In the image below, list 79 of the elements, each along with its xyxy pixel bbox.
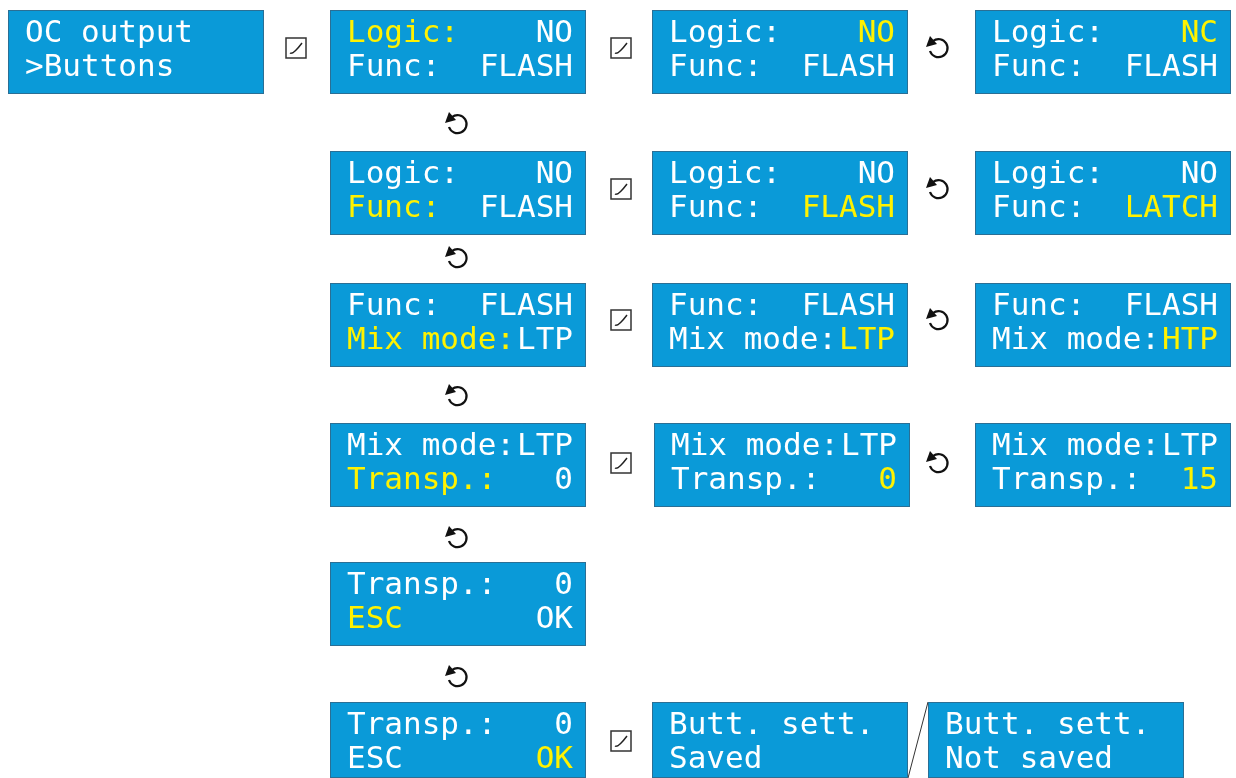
screen-text: NO [857,14,895,48]
lcd-screen [330,423,586,507]
lcd-screen [975,423,1231,507]
screen-text: Func: [669,189,763,223]
screen-text: Mix mode: [992,427,1160,461]
screen-text: Func: [347,189,441,223]
screen-text: Logic: [347,155,459,189]
screen-text: Mix mode: [671,427,839,461]
screen-text: Butt. sett. [669,706,875,740]
screen-text: LTP [517,321,573,355]
screen-text: Transp.: [992,461,1142,495]
screen-text: Func: [669,48,763,82]
screen-text: 15 [1180,461,1218,495]
lcd-screen [652,702,908,778]
screen-text: FLASH [1124,48,1218,82]
screen-text: Saved [669,740,763,774]
lcd-screen [330,702,586,778]
screen-text: Mix mode: [347,321,515,355]
screen-text: Transp.: [347,706,497,740]
screen-text: ESC [347,740,403,774]
lcd-screen [652,10,908,94]
screen-text: Func: [669,287,763,321]
screen-text: Func: [992,48,1086,82]
screen-text: NO [535,155,573,189]
screen-text: LTP [1162,427,1218,461]
screen-text: FLASH [801,287,895,321]
screen-text: Logic: [669,155,781,189]
lcd-screen [330,151,586,235]
lcd-screen [8,10,264,94]
screen-text: Transp.: [347,566,497,600]
screen-text: FLASH [479,287,573,321]
screen-text: Logic: [669,14,781,48]
lcd-screen [654,423,910,507]
screen-text: >Buttons [25,48,175,82]
screen-text: FLASH [801,48,895,82]
screen-text: 0 [554,461,573,495]
screen-text: Mix mode: [669,321,837,355]
screen-text: NC [1180,14,1218,48]
screen-text: FLASH [479,189,573,223]
screen-text: Func: [992,287,1086,321]
screen-text: 0 [554,706,573,740]
screen-text: Logic: [347,14,459,48]
screen-text: OK [535,740,573,774]
screen-text: Transp.: [671,461,821,495]
screen-text: Mix mode: [992,321,1160,355]
screen-text: NO [535,14,573,48]
screen-text: FLASH [1124,287,1218,321]
lcd-screen [330,283,586,367]
screen-text: ESC [347,600,403,634]
lcd-screen [975,10,1231,94]
screen-text: HTP [1162,321,1218,355]
screen-text: Logic: [992,14,1104,48]
lcd-screen [330,10,586,94]
screen-text: Mix mode: [347,427,515,461]
screen-text: NO [1180,155,1218,189]
screen-text: FLASH [801,189,895,223]
screen-text: LATCH [1124,189,1218,223]
lcd-screen [652,283,908,367]
screen-text: 0 [878,461,897,495]
lcd-screen [330,562,586,646]
lcd-screen [928,702,1184,778]
screen-text: Func: [992,189,1086,223]
screen-text: Logic: [992,155,1104,189]
screen-text: OC output [25,14,193,48]
screen-text: Func: [347,48,441,82]
screen-text: Butt. sett. [945,706,1151,740]
screen-text: Not saved [945,740,1113,774]
screen-text: LTP [841,427,897,461]
screen-text: FLASH [479,48,573,82]
screen-text: Func: [347,287,441,321]
screen-text: OK [535,600,573,634]
lcd-screen [975,151,1231,235]
lcd-screen [652,151,908,235]
screen-text: LTP [839,321,895,355]
screen-text: LTP [517,427,573,461]
lcd-screen [975,283,1231,367]
screen-text: NO [857,155,895,189]
screen-text: Transp.: [347,461,497,495]
screen-text: 0 [554,566,573,600]
